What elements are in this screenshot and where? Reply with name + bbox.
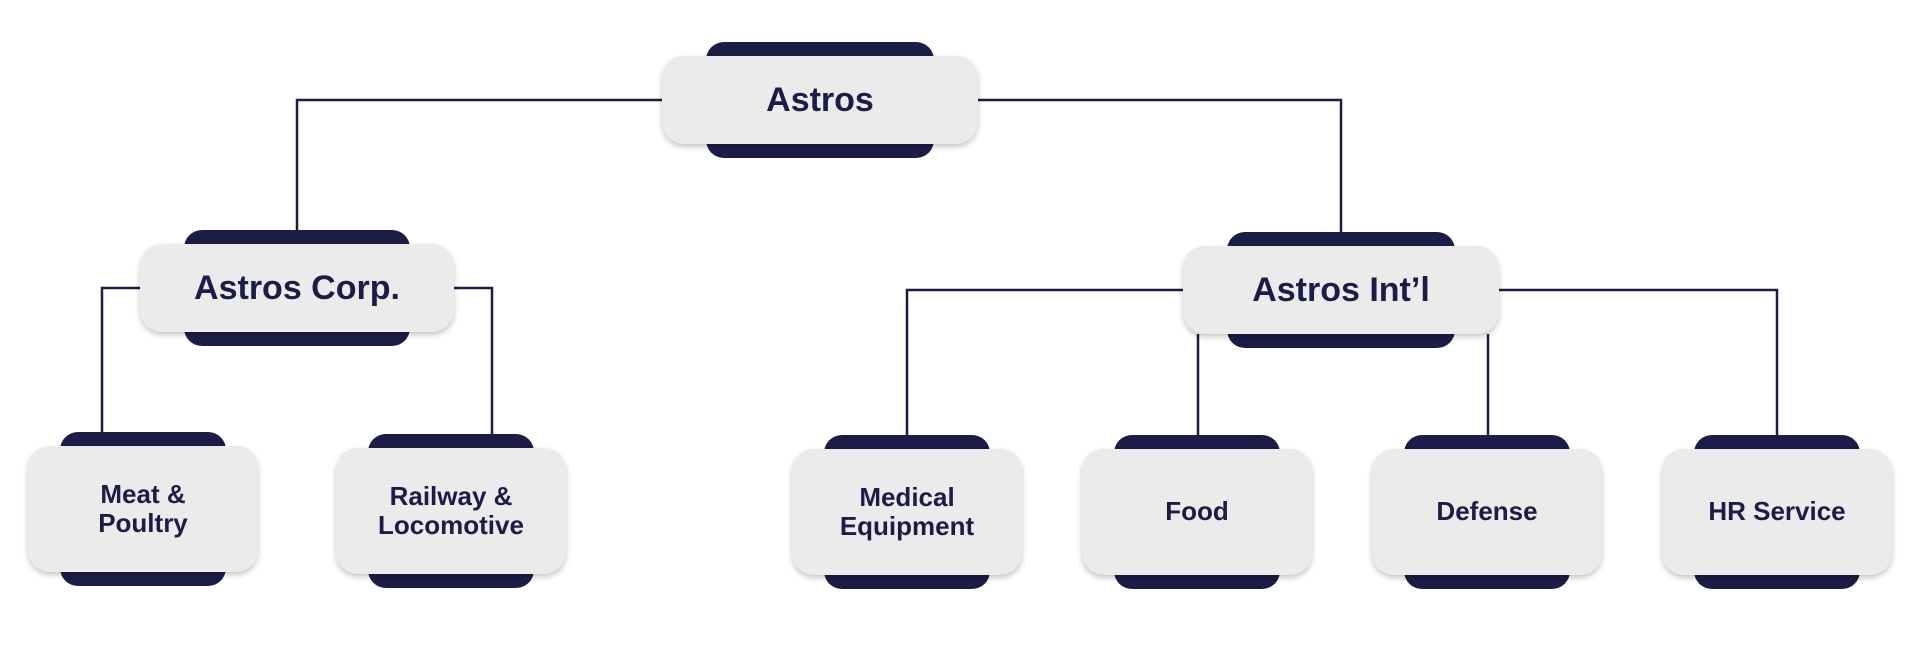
node-astros-intl: Astros Int’l	[1183, 232, 1499, 348]
node-card: Food	[1082, 449, 1312, 575]
node-label: HR Service	[1708, 496, 1846, 527]
node-label: Defense	[1436, 496, 1538, 527]
node-label: Food	[1165, 496, 1229, 527]
connector-corp-railway	[454, 286, 494, 448]
node-label: Railway & Locomotive	[378, 480, 524, 540]
node-card: Medical Equipment	[792, 449, 1022, 575]
node-card: Astros Int’l	[1183, 246, 1499, 334]
node-label: Astros	[766, 80, 874, 119]
node-defense: Defense	[1372, 435, 1602, 589]
node-food: Food	[1082, 435, 1312, 589]
node-card: Astros	[662, 56, 978, 144]
connector-root-intl	[978, 98, 1343, 246]
node-medical-equipment: Medical Equipment	[792, 435, 1022, 589]
node-hr-service: HR Service	[1662, 435, 1892, 589]
node-card: Meat & Poultry	[28, 446, 258, 572]
node-label: Meat & Poultry	[98, 478, 188, 538]
connector-root-corp	[295, 98, 662, 244]
node-astros: Astros	[662, 42, 978, 158]
node-astros-corp: Astros Corp.	[140, 230, 454, 346]
node-label: Astros Int’l	[1252, 270, 1430, 309]
connector-intl-medical	[905, 288, 1183, 449]
connector-corp-meat	[100, 286, 140, 446]
node-card: HR Service	[1662, 449, 1892, 575]
node-card: Astros Corp.	[140, 244, 454, 332]
node-railway-locomotive: Railway & Locomotive	[336, 434, 566, 588]
node-meat-poultry: Meat & Poultry	[28, 432, 258, 586]
node-label: Astros Corp.	[194, 268, 400, 307]
node-card: Defense	[1372, 449, 1602, 575]
connector-intl-hr	[1499, 288, 1779, 449]
node-card: Railway & Locomotive	[336, 448, 566, 574]
node-label: Medical Equipment	[839, 481, 975, 541]
